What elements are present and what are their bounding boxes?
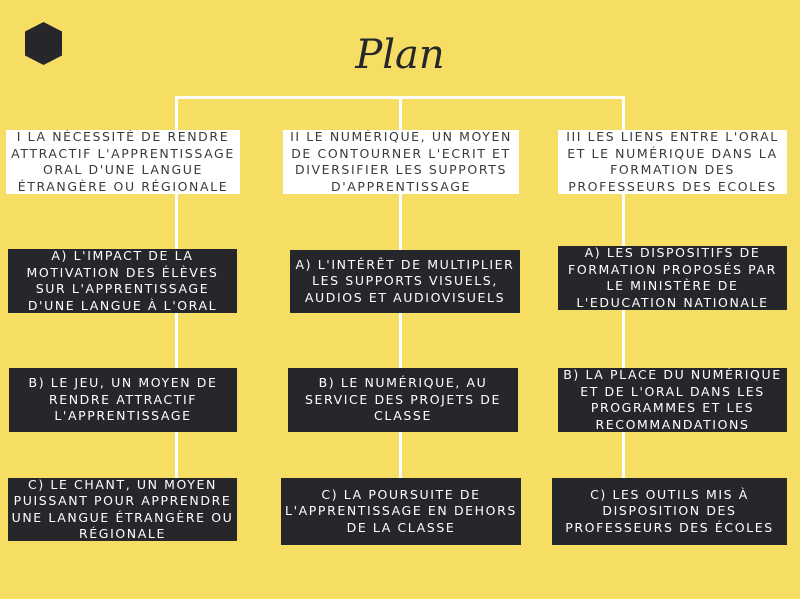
section-1-item-c: C) Le chant, un moyen puissant pour appr… (8, 478, 237, 541)
section-3-item-b: B) La place du numérique et de l'oral da… (558, 368, 787, 432)
section-3-item-c: C) Les outils mis à disposition des prof… (552, 478, 787, 545)
section-2-item-a: A) L'intérêt de multiplier les supports … (290, 250, 520, 313)
section-2-item-b: B) Le numérique, au service des projets … (288, 368, 518, 432)
section-3-item-a: A) Les dispositifs de formation proposés… (558, 246, 787, 310)
section-1-item-b: B) Le jeu, un moyen de rendre attractif … (9, 368, 237, 432)
section-2-item-c: C) La poursuite de l'apprentissage en de… (281, 478, 521, 545)
page-title: Plan (355, 32, 445, 78)
section-1-heading: I la nécessité de rendre attractif l'app… (6, 130, 240, 194)
section-2-heading: II Le numérique, un moyen de contourner … (283, 130, 519, 194)
hexagon-logo-icon (25, 22, 62, 65)
section-1-item-a: A) L'impact de la motivation des élèves … (8, 249, 237, 313)
section-3-heading: III Les liens entre l'oral et le numériq… (558, 130, 787, 194)
